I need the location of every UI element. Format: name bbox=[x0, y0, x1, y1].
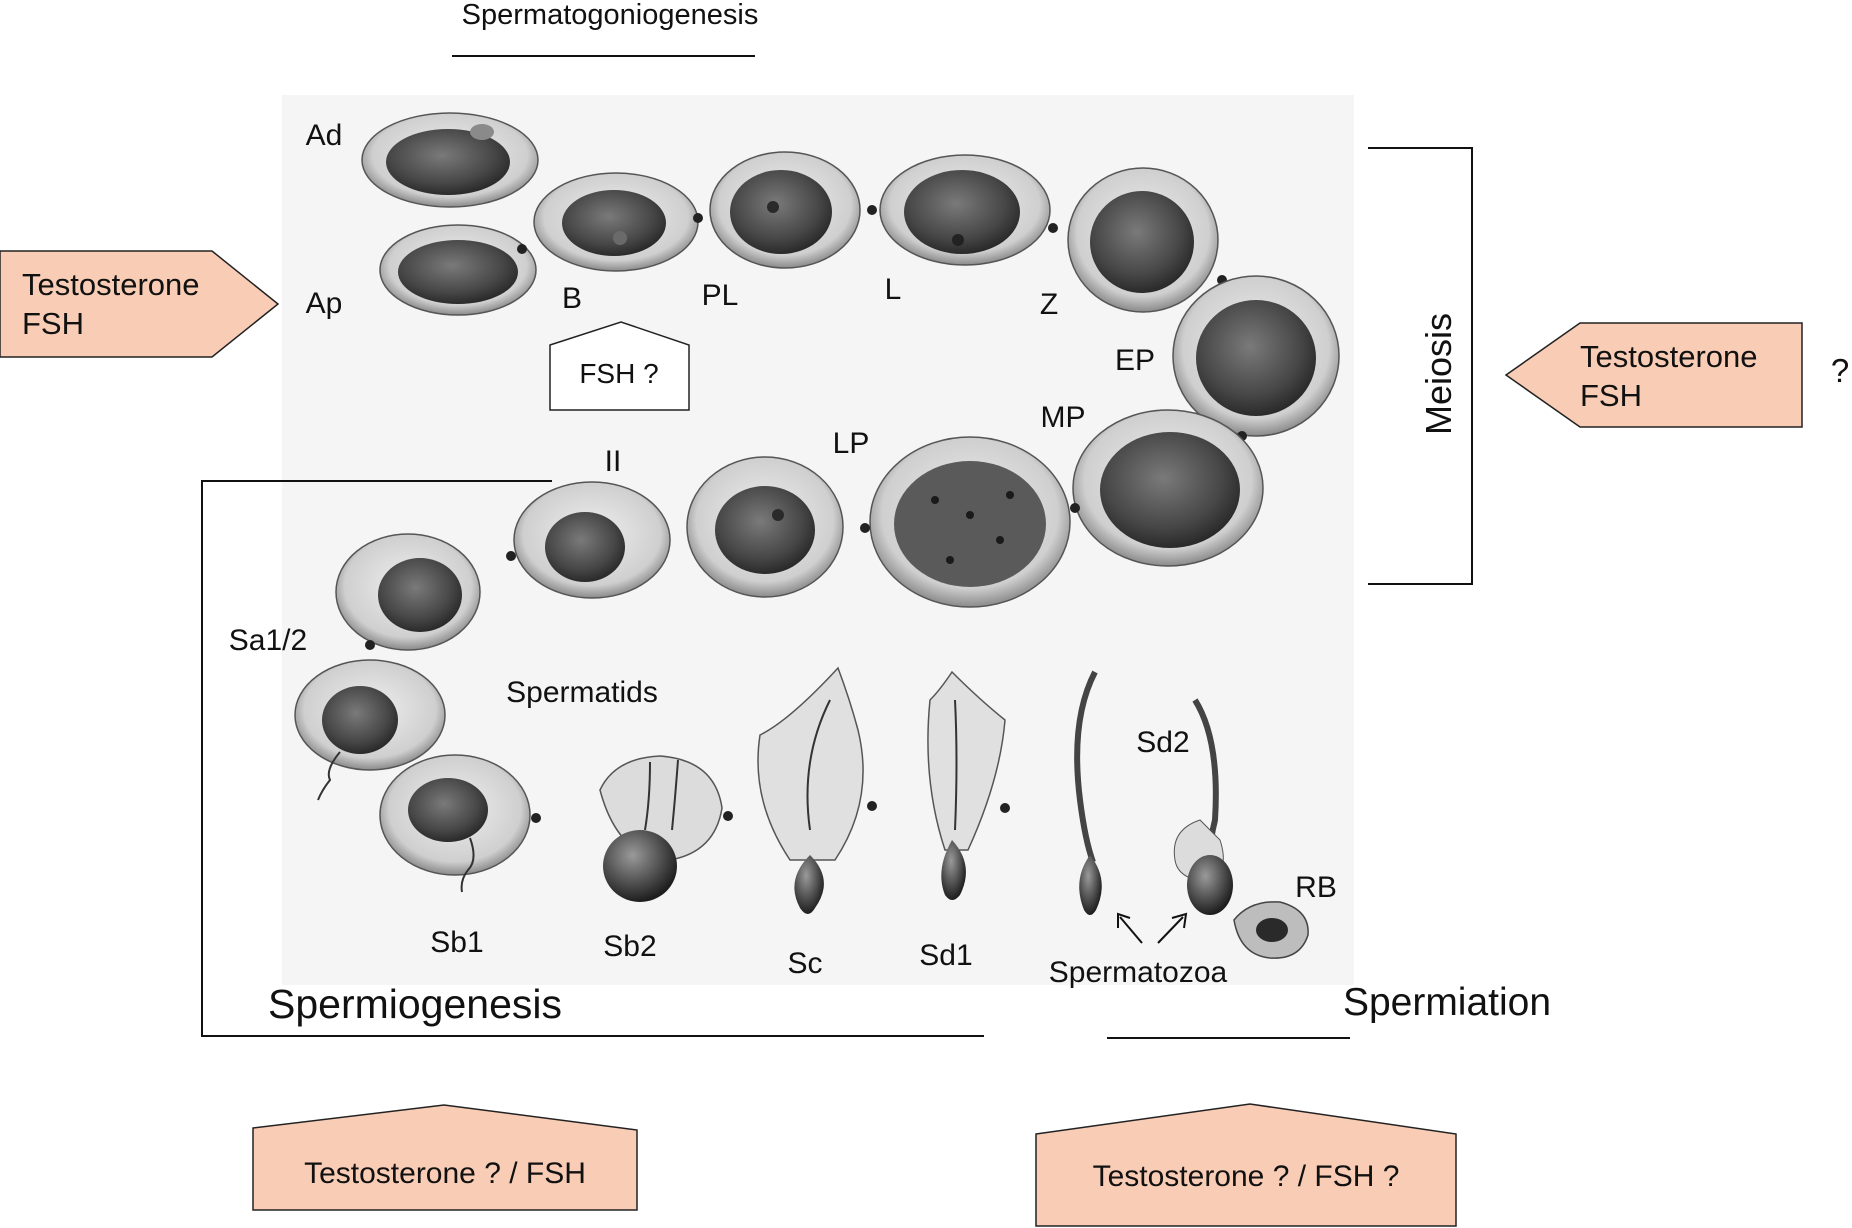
cell-ep bbox=[1172, 275, 1340, 441]
label-lp: LP bbox=[833, 427, 870, 460]
label-spermatozoa: Spermatozoa bbox=[1049, 956, 1228, 989]
label-ad: Ad bbox=[306, 119, 343, 152]
cell-ap bbox=[379, 224, 537, 316]
label-pl: PL bbox=[702, 279, 739, 312]
cell-mp bbox=[1070, 409, 1264, 567]
cell-sd1 bbox=[927, 670, 1010, 900]
label-ap: Ap bbox=[306, 287, 343, 320]
residual-body bbox=[1233, 901, 1309, 959]
spermiogenesis-label: Spermiogenesis bbox=[268, 981, 562, 1027]
label-spermatids: Spermatids bbox=[506, 676, 658, 709]
label-ep: EP bbox=[1115, 344, 1155, 377]
hormone-box-bottom-left: Testosterone ? / FSH bbox=[252, 1104, 638, 1211]
cell-ad bbox=[361, 112, 539, 208]
spermatozoa-arrows bbox=[1117, 912, 1188, 944]
svg-text:Testosterone ? / FSH ?: Testosterone ? / FSH ? bbox=[1093, 1160, 1400, 1193]
cell-sb1 bbox=[379, 754, 541, 893]
cell-sb2 bbox=[599, 755, 733, 902]
label-sb1: Sb1 bbox=[430, 926, 483, 959]
title-spermatogoniogenesis: Spermatogoniogenesis bbox=[462, 0, 759, 31]
label-sd1: Sd1 bbox=[919, 939, 972, 972]
meiosis-bracket bbox=[1368, 147, 1473, 585]
hormone-box-right: Testosterone FSH bbox=[1504, 322, 1803, 428]
svg-text:FSH: FSH bbox=[22, 306, 84, 341]
spermiation-label: Spermiation bbox=[1343, 981, 1551, 1024]
cell-sa-lower bbox=[294, 659, 446, 801]
cell-pl bbox=[709, 151, 877, 269]
cell-b bbox=[533, 172, 703, 272]
hormone-box-left: Testosterone FSH bbox=[0, 250, 280, 358]
svg-text:FSH: FSH bbox=[1580, 378, 1642, 413]
svg-text:Testosterone: Testosterone bbox=[22, 267, 200, 302]
label-mp: MP bbox=[1041, 401, 1086, 434]
right-question-mark: ? bbox=[1831, 352, 1849, 389]
hormone-box-fsh: FSH ? bbox=[549, 321, 690, 411]
label-sa12: Sa1/2 bbox=[229, 624, 307, 657]
hormone-box-bottom-right: Testosterone ? / FSH ? bbox=[1035, 1103, 1457, 1227]
label-sc: Sc bbox=[787, 947, 822, 980]
cell-sc bbox=[757, 666, 877, 914]
svg-text:Testosterone: Testosterone bbox=[1580, 339, 1758, 374]
label-sb2: Sb2 bbox=[603, 930, 656, 963]
label-sd2: Sd2 bbox=[1136, 726, 1189, 759]
label-rb: RB bbox=[1295, 871, 1337, 904]
spermatozoon-sd2 bbox=[1173, 698, 1233, 915]
svg-text:FSH ?: FSH ? bbox=[579, 358, 658, 389]
label-l: L bbox=[885, 273, 902, 306]
label-ii: II bbox=[605, 445, 622, 478]
cell-secondary bbox=[506, 481, 671, 599]
spermiogenesis-bracket bbox=[201, 480, 984, 1037]
spermatozoon-left bbox=[1074, 670, 1102, 915]
cell-labels: Ad Ap B PL L Z EP MP LP II Sa1/2 Spermat… bbox=[229, 119, 1337, 989]
label-b: B bbox=[562, 282, 582, 315]
cell-sa-upper bbox=[335, 533, 481, 651]
label-z: Z bbox=[1040, 288, 1058, 321]
svg-text:Testosterone ? / FSH: Testosterone ? / FSH bbox=[304, 1157, 586, 1190]
cell-z bbox=[1067, 167, 1227, 313]
meiosis-label: Meiosis bbox=[1418, 313, 1459, 435]
cell-l bbox=[879, 154, 1058, 266]
cell-ii bbox=[686, 456, 844, 598]
cell-lp bbox=[860, 436, 1071, 608]
